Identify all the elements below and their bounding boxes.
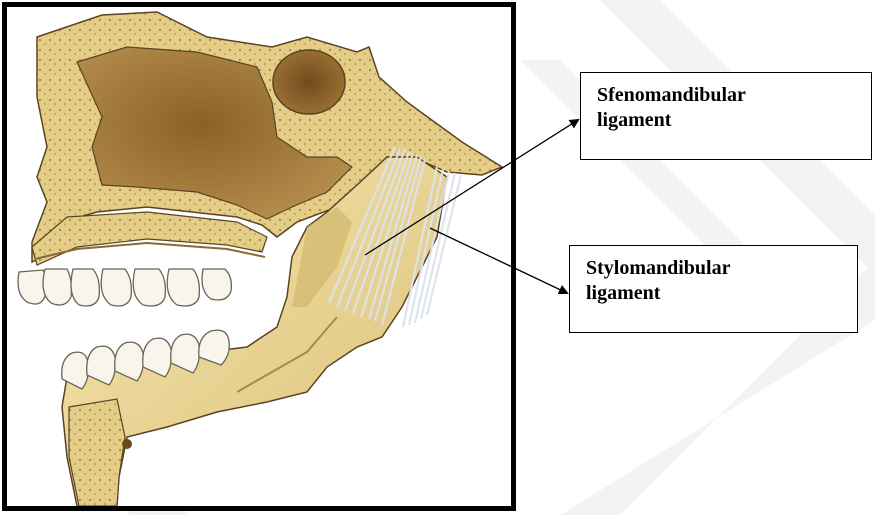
jaw-illustration (7, 7, 511, 506)
stylomandibular-label-line2: ligament (586, 281, 841, 306)
stylomandibular-label-line1: Stylomandibular (586, 256, 841, 281)
sphenomandibular-label-line2: ligament (597, 108, 855, 133)
stylomandibular-ligament-label: Stylomandibular ligament (569, 245, 858, 333)
jaw-anatomy-figure (2, 2, 516, 511)
sphenomandibular-label-line1: Sfenomandibular (597, 83, 855, 108)
sphenomandibular-ligament-label: Sfenomandibular ligament (580, 72, 872, 160)
upper-teeth (18, 269, 231, 306)
